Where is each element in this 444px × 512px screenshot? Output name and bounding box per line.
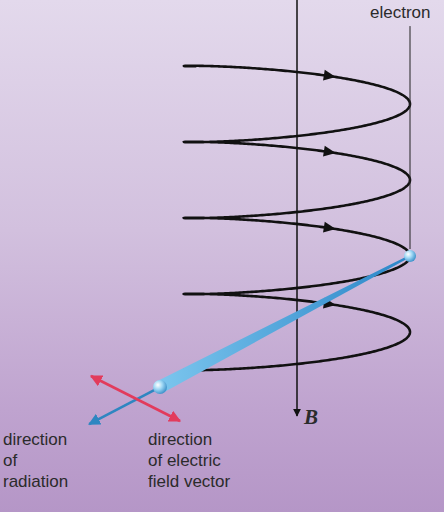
arrow-label: direction of radiation bbox=[3, 429, 68, 492]
helix-arrowheads bbox=[323, 70, 337, 311]
text-line: of bbox=[3, 450, 68, 471]
text-line: direction bbox=[3, 429, 68, 450]
helix-arrowhead bbox=[323, 70, 337, 83]
text-line: radiation bbox=[3, 471, 68, 492]
helix-arrowhead bbox=[323, 146, 337, 159]
electron-sphere bbox=[404, 250, 416, 262]
radiation-beam bbox=[157, 255, 410, 393]
part-label: electron bbox=[370, 2, 430, 23]
field-symbol: B bbox=[304, 404, 318, 430]
electric-field-arrow bbox=[91, 376, 180, 421]
helix-arrowhead bbox=[323, 222, 337, 235]
field-axis bbox=[296, 0, 298, 416]
leader-line bbox=[410, 26, 411, 249]
text-line: direction bbox=[148, 429, 230, 450]
text-line: of electric bbox=[148, 450, 230, 471]
beam-end-sphere bbox=[153, 380, 167, 394]
arrow-label: direction of electric field vector bbox=[148, 429, 230, 492]
radiation-arrow bbox=[89, 390, 155, 424]
text-line: field vector bbox=[148, 471, 230, 492]
